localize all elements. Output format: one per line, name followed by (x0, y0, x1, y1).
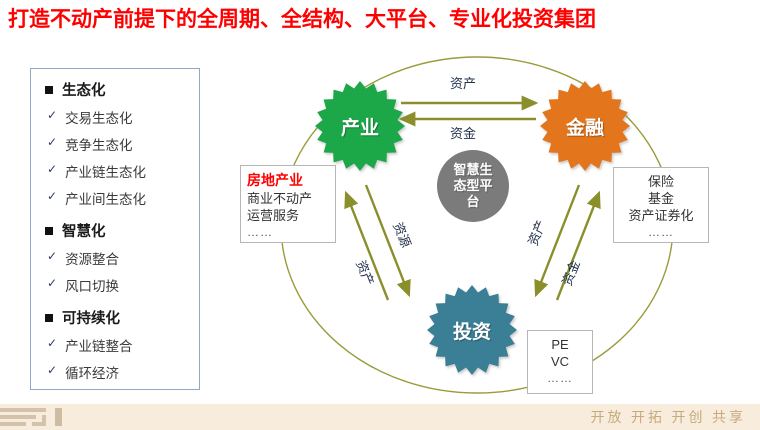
sidebar-group-label: 生态化 (62, 83, 106, 99)
check-icon: ✓ (47, 189, 58, 203)
gear-shape-investment (427, 285, 517, 375)
check-icon: ✓ (47, 249, 58, 263)
box-finance-dots: …… (648, 225, 674, 239)
arrow-funds-right (534, 184, 581, 298)
sidebar-item[interactable]: ✓ 交易生态化 (47, 107, 199, 127)
box-realestate-dots: …… (247, 225, 273, 239)
box-realestate-line1: 商业不动产 (247, 191, 313, 206)
sidebar-item-label: 竞争生态化 (65, 138, 133, 153)
box-finance-items[interactable]: 保险 基金 资产证券化 …… (613, 167, 709, 243)
square-bullet-icon (45, 313, 53, 322)
sidebar-group-heading: 智慧化 (45, 220, 199, 241)
box-invest-items[interactable]: PE VC …… (527, 330, 593, 394)
sidebar-panel: 生态化 ✓ 交易生态化 ✓ 竞争生态化 ✓ 产业链生态化 ✓ 产业间生态化 智慧… (30, 68, 200, 390)
node-finance-label: 金融 (565, 117, 604, 139)
square-bullet-icon (45, 226, 53, 235)
arrow-assets-right (555, 190, 601, 301)
node-industry[interactable]: 产业 (315, 81, 405, 171)
sidebar-item-label: 产业链生态化 (65, 165, 147, 180)
sidebar-item-label: 产业间生态化 (65, 192, 147, 207)
sidebar-item[interactable]: ✓ 产业间生态化 (47, 188, 199, 208)
node-finance[interactable]: 金融 (540, 81, 630, 171)
arrow-resources-left (364, 184, 411, 298)
sidebar-item-label: 风口切换 (65, 279, 120, 294)
diagram-vector-layer (280, 56, 674, 394)
page-title: 打造不动产前提下的全周期、全结构、大平台、专业化投资集团 (8, 8, 596, 31)
sidebar-group-heading: 生态化 (45, 79, 199, 100)
sidebar-group-label: 可持续化 (62, 311, 120, 327)
box-realestate-heading: 房地产业 (247, 172, 303, 188)
arrow-label-assets-top: 资产 (450, 76, 477, 91)
check-icon: ✓ (47, 135, 58, 149)
node-investment-label: 投资 (452, 321, 491, 343)
node-industry-label: 产业 (340, 117, 379, 139)
sidebar-item[interactable]: ✓ 竞争生态化 (47, 134, 199, 154)
square-bullet-icon (45, 85, 53, 94)
sidebar-group-label: 智慧化 (62, 224, 106, 240)
sidebar-item[interactable]: ✓ 风口切换 (47, 275, 199, 295)
arrow-label-funds-top: 资金 (450, 126, 477, 141)
gear-shape-finance (540, 81, 630, 171)
box-invest-dots: …… (547, 371, 573, 385)
gear-shape-industry (315, 81, 405, 171)
box-invest-line1: PE (551, 337, 569, 352)
box-finance-line2: 基金 (647, 191, 674, 206)
company-logo-icon (0, 408, 62, 426)
sidebar-item[interactable]: ✓ 循环经济 (47, 362, 199, 382)
sidebar-item[interactable]: ✓ 产业链整合 (47, 335, 199, 355)
hub-platform[interactable]: 智慧生态型平台 (437, 150, 509, 222)
sidebar-item-label: 资源整合 (65, 252, 120, 267)
box-finance-line3: 资产证券化 (628, 208, 694, 223)
check-icon: ✓ (47, 363, 58, 377)
node-investment[interactable]: 投资 (427, 285, 517, 375)
check-icon: ✓ (47, 162, 58, 176)
footer-bar: 开放 开拓 开创 共享 (0, 404, 760, 430)
check-icon: ✓ (47, 108, 58, 122)
sidebar-item[interactable]: ✓ 资源整合 (47, 248, 199, 268)
sidebar-group-heading: 可持续化 (45, 307, 199, 328)
sidebar-item-label: 循环经济 (65, 366, 120, 381)
check-icon: ✓ (47, 336, 58, 350)
footer-slogan: 开放 开拓 开创 共享 (590, 411, 746, 426)
check-icon: ✓ (47, 276, 58, 290)
hub-label: 智慧生态型平台 (453, 162, 493, 209)
box-realestate[interactable]: 房地产业 商业不动产 运营服务 …… (240, 165, 336, 243)
sidebar-item[interactable]: ✓ 产业链生态化 (47, 161, 199, 181)
sidebar-item-label: 交易生态化 (65, 111, 133, 126)
arrow-assets-left (344, 190, 390, 301)
box-invest-line2: VC (550, 354, 570, 369)
box-realestate-line2: 运营服务 (247, 208, 300, 223)
sidebar-item-label: 产业链整合 (65, 339, 133, 354)
box-finance-line1: 保险 (647, 174, 674, 189)
diagram-canvas: 产业 金融 投资 智慧生态型平台 资产 资金 资产 资源 资产 资金 房地产业 … (205, 45, 750, 405)
